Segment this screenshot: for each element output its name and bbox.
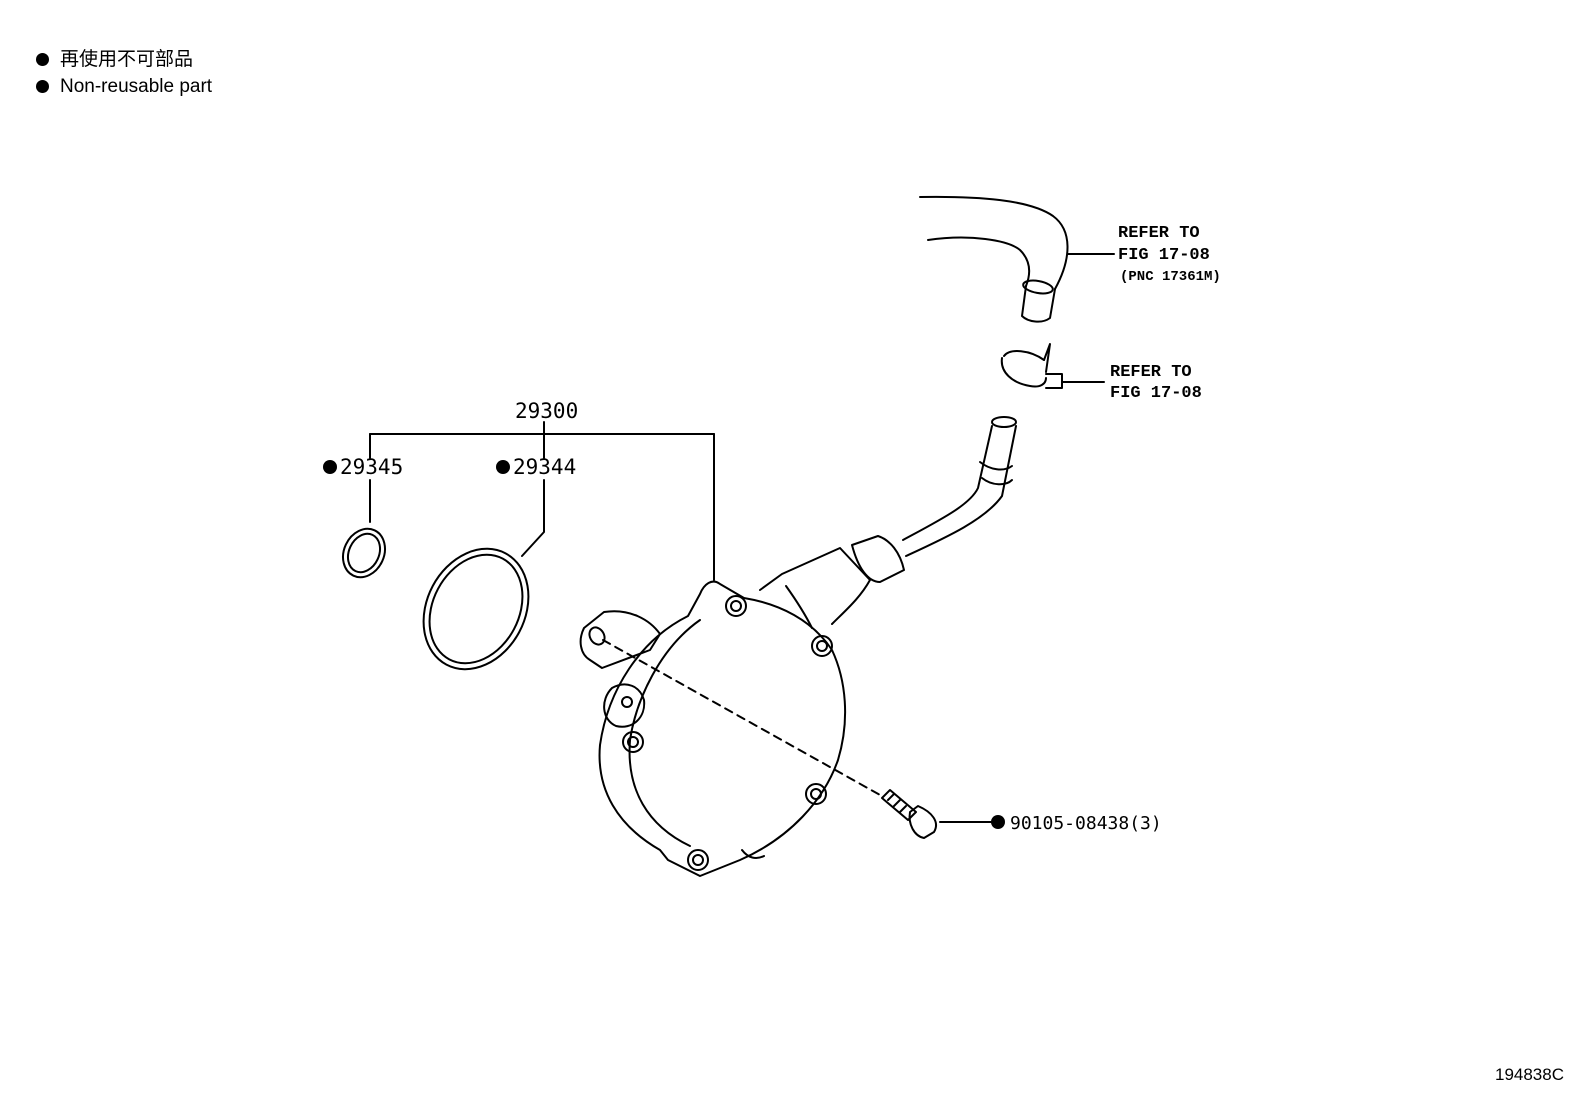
- clamp-ref-line2: FIG 17-08: [1110, 384, 1202, 403]
- legend-item-jp: 再使用不可部品: [36, 46, 212, 73]
- label-29345: 29345: [340, 455, 403, 479]
- label-29300: 29300: [515, 399, 578, 423]
- figure-id: 194838C: [1494, 1065, 1564, 1084]
- label-29344: 29344: [513, 455, 576, 479]
- hose-clamp: [1000, 343, 1105, 389]
- small-oring: [342, 527, 386, 579]
- non-reusable-dot-icon: [991, 815, 1005, 829]
- vacuum-hose: [919, 195, 1115, 323]
- non-reusable-markers: [323, 460, 1005, 829]
- large-oring: [422, 547, 530, 671]
- legend-item-en: Non-reusable part: [36, 73, 212, 100]
- hose-ref-line1: REFER TO: [1118, 224, 1200, 243]
- non-reusable-dot-icon: [323, 460, 337, 474]
- hose-ref-line3: (PNC 17361M): [1120, 269, 1221, 285]
- legend-text-en: Non-reusable part: [60, 76, 213, 97]
- legend-text-jp: 再使用不可部品: [60, 49, 194, 70]
- non-reusable-dot-icon: [496, 460, 510, 474]
- clamp-ref-line1: REFER TO: [1110, 363, 1192, 382]
- hose-ref-line2: FIG 17-08: [1118, 246, 1210, 265]
- legend: 再使用不可部品 Non-reusable part: [36, 46, 212, 100]
- non-reusable-dot-icon: [36, 53, 49, 66]
- assembly-leader: [369, 421, 715, 581]
- bolt-alignment-line: [602, 639, 881, 796]
- non-reusable-dot-icon: [36, 80, 49, 93]
- bolt: [881, 789, 995, 839]
- vacuum-pipe: [851, 416, 1017, 583]
- vacuum-pump: [579, 547, 871, 877]
- label-bolt: 90105-08438(3): [1010, 813, 1162, 834]
